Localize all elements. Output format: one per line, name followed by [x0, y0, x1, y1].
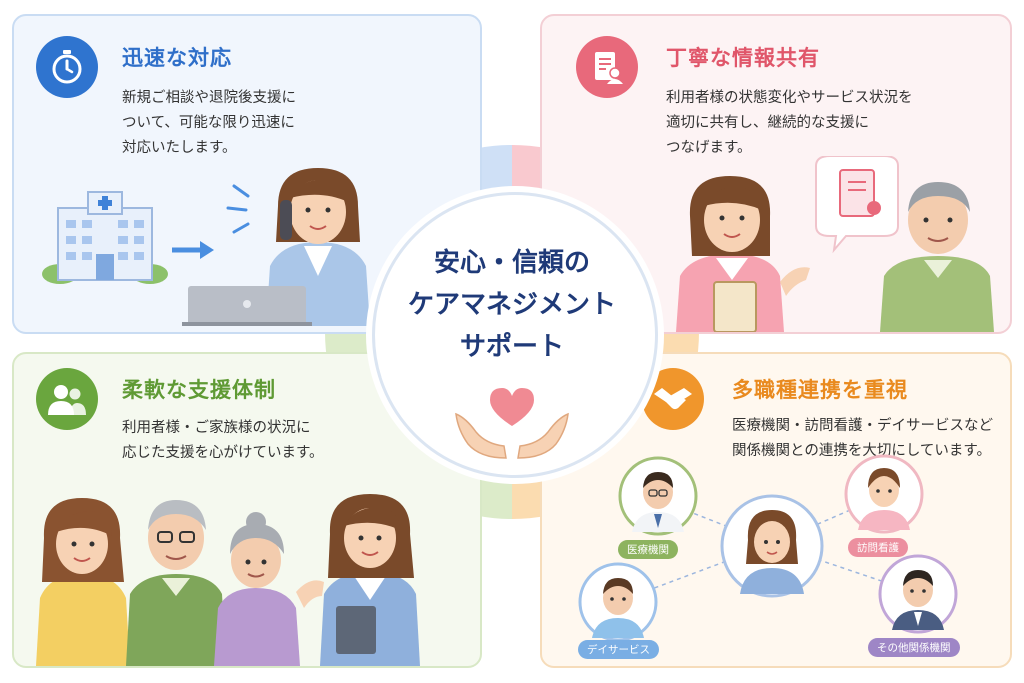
heart-hands-icon	[455, 388, 569, 459]
day-service-avatar	[578, 562, 658, 642]
panel-description: 利用者様・ご家族様の状況に 応じた支援を心がけています。	[122, 420, 324, 461]
nurse-avatar	[844, 454, 924, 534]
hospital-illustration	[42, 191, 168, 284]
doctor-avatar	[618, 456, 698, 536]
panel-description: 医療機関・訪問看護・デイサービスなど 関係機関との連携を大切にしています。	[732, 418, 993, 459]
panel-title: 丁寧な情報共有	[666, 46, 820, 70]
people-icon	[36, 368, 98, 430]
network-label: 医療機関	[618, 540, 678, 559]
network-label: 訪問看護	[848, 538, 908, 557]
network-label: デイサービス	[578, 640, 659, 659]
stopwatch-icon	[36, 36, 98, 98]
panel-description: 利用者様の状態変化やサービス状況を 適切に共有し、継続的な支援に つなげます。	[666, 90, 913, 156]
panel-title: 柔軟な支援体制	[122, 378, 276, 402]
other-agency-avatar	[878, 554, 958, 634]
document-person-icon	[576, 36, 638, 98]
center-badge	[372, 192, 658, 478]
panel-title: 迅速な対応	[122, 46, 232, 70]
panel-info-sharing: 丁寧な情報共有 利用者様の状態変化やサービス状況を 適切に共有し、継続的な支援に…	[540, 14, 1012, 334]
staff-on-phone-illustration	[182, 168, 370, 326]
handshake-icon	[642, 368, 704, 430]
care-manager-avatar	[720, 494, 824, 598]
panel-title: 多職種連携を重視	[732, 378, 908, 402]
center-title: 安心・信頼の ケアマネジメント サポート	[407, 248, 616, 362]
staff-and-elder-illustration	[676, 156, 994, 332]
arrow-right-icon	[172, 241, 214, 259]
network-label: その他関係機関	[868, 638, 960, 657]
panel-description: 新規ご相談や退院後支援に ついて、可能な限り迅速に 対応いたします。	[122, 90, 296, 156]
family-and-staff-illustration	[36, 494, 420, 666]
